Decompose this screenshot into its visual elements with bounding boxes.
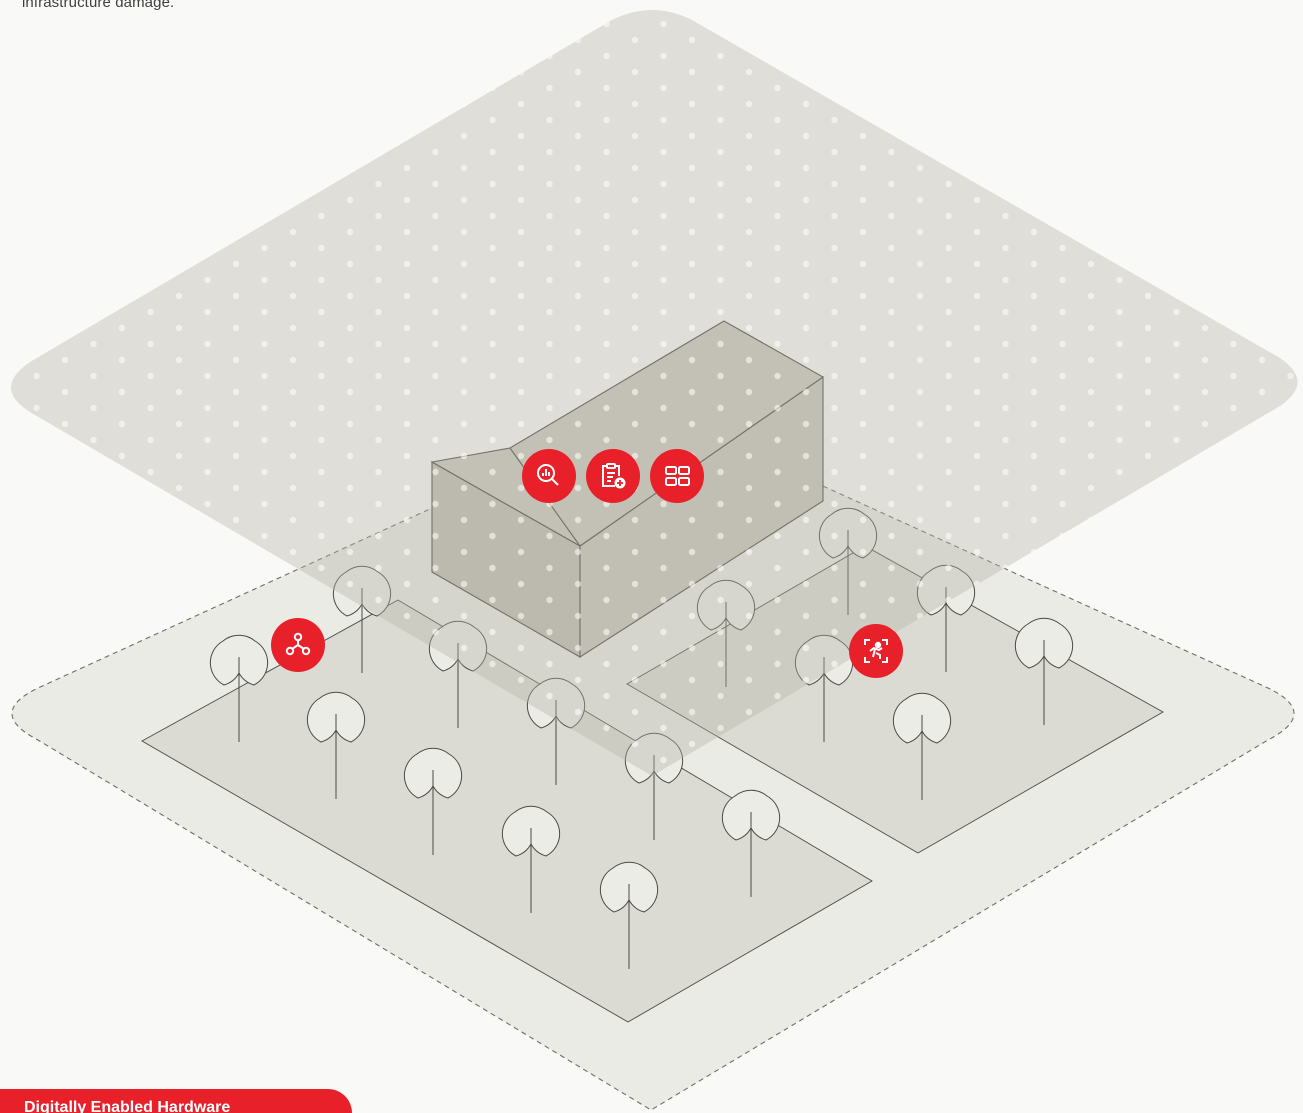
hotspot-person-detection[interactable] bbox=[849, 624, 903, 678]
analytics-search-icon bbox=[522, 449, 576, 503]
network-nodes-icon bbox=[271, 618, 325, 672]
hotspot-analytics[interactable] bbox=[522, 449, 576, 503]
hotspot-report[interactable] bbox=[586, 449, 640, 503]
caption-text: infrastructure damage. bbox=[22, 0, 174, 11]
hotspot-network[interactable] bbox=[271, 618, 325, 672]
hotspot-dashboard[interactable] bbox=[650, 449, 704, 503]
dashboard-layout-icon bbox=[650, 449, 704, 503]
category-tag-label: Digitally Enabled Hardware bbox=[24, 1099, 230, 1113]
clipboard-add-icon bbox=[586, 449, 640, 503]
person-detection-icon bbox=[849, 624, 903, 678]
category-tag: Digitally Enabled Hardware bbox=[0, 1089, 352, 1113]
